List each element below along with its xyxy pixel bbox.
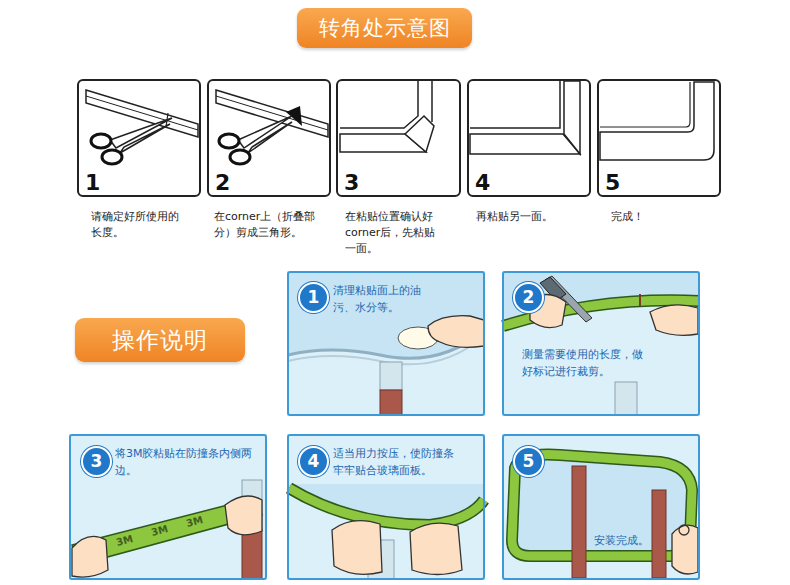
step-number: 3: [344, 171, 359, 195]
step-caption: 适当用力按压，使防撞条牢牢贴合玻璃面板。: [333, 446, 461, 479]
step-panel: 5 安装完成。: [502, 434, 700, 580]
table-edge: [600, 82, 690, 127]
title-banner: 转角处示意图: [297, 8, 472, 48]
table-edge: [470, 81, 560, 128]
scissor-handle: [230, 150, 250, 164]
step-caption: 在粘贴位置确认好corner后，先粘贴一面。: [345, 209, 441, 257]
ok-gesture: [679, 525, 689, 535]
hand: [72, 536, 108, 577]
step-frame: 4再粘贴另一面。: [467, 79, 591, 197]
table-edge: [340, 81, 418, 128]
step-number: 2: [215, 171, 230, 195]
strip-crease: [86, 96, 198, 130]
scissor-handle: [219, 134, 239, 148]
panel-ground: [287, 434, 485, 580]
step-panel: 3将3M胶粘贴在防撞条内侧两边。: [69, 434, 267, 580]
step-frame: 2在corner上（折叠部分）剪成三角形。: [207, 79, 331, 197]
hand: [672, 525, 698, 574]
step-panel: 4适当用力按压，使防撞条牢牢贴合玻璃面板。: [287, 434, 485, 580]
table-leg: [380, 390, 402, 415]
banner-text: 操作说明: [112, 325, 208, 356]
callout-number: 4: [298, 446, 329, 477]
step-frame: 5完成！: [597, 79, 721, 197]
triangle-cut: [286, 106, 302, 126]
step-caption: 清理粘贴面上的油污、水分等。: [333, 283, 431, 316]
strip-flap: [405, 116, 434, 152]
scissor-blade: [110, 118, 172, 148]
step-panel: 1清理粘贴面上的油污、水分等。: [287, 271, 485, 416]
step-caption: 将3M胶粘贴在防撞条内侧两边。: [115, 446, 261, 479]
scissor-blade: [238, 116, 292, 148]
callout-number: 3: [81, 446, 112, 477]
step-caption: 再粘贴另一面。: [476, 209, 586, 225]
panel-ground: [287, 271, 485, 416]
callout-number: 5: [513, 446, 544, 477]
step-caption: 请确定好所使用的长度。: [91, 209, 185, 241]
callout-number: 2: [513, 282, 544, 313]
section-banner: 操作说明: [75, 318, 245, 362]
hand: [332, 521, 382, 575]
strip-frame: [600, 82, 714, 160]
green-strip: [289, 488, 484, 525]
hand: [225, 496, 262, 535]
callout-number: 1: [298, 282, 329, 313]
step-frame: 3在粘贴位置确认好corner后，先粘贴一面。: [336, 79, 461, 197]
table-leg: [380, 362, 402, 390]
hand: [410, 523, 462, 574]
table-leg: [242, 530, 262, 579]
step-caption: 完成！: [611, 209, 711, 225]
panel-ground: [502, 271, 700, 416]
table-leg: [615, 382, 637, 415]
table-leg: [572, 466, 586, 578]
cut-mark: [639, 294, 641, 306]
step-number: 5: [605, 171, 620, 195]
step-caption: 测量需要使用的长度，做好标记进行裁剪。: [522, 347, 646, 380]
step-caption: 在corner上（折叠部分）剪成三角形。: [214, 209, 326, 241]
step-caption: 安装完成。: [594, 533, 664, 550]
hand: [650, 305, 698, 336]
strip: [470, 134, 580, 154]
strip-outline: [289, 488, 484, 525]
step-number: 1: [85, 171, 100, 195]
panel-ground: [69, 434, 267, 580]
step-panel: 2 测量需要使用的长度，做好标记进行裁剪。: [502, 271, 700, 416]
scissor-blade: [248, 122, 292, 153]
strip: [564, 81, 580, 154]
hand: [428, 316, 484, 348]
scissor-handle: [91, 134, 111, 148]
scissor-handle: [102, 150, 122, 164]
glass-top: [288, 272, 484, 358]
step-number: 4: [475, 171, 490, 195]
panel-ground: [502, 434, 700, 580]
scissor-blade: [120, 124, 170, 153]
table-edge: [431, 81, 433, 122]
step-frame: 1请确定好所使用的长度。: [77, 79, 201, 197]
table-leg: [652, 490, 666, 578]
glass-top: [289, 484, 484, 525]
title-text: 转角处示意图: [319, 14, 451, 42]
